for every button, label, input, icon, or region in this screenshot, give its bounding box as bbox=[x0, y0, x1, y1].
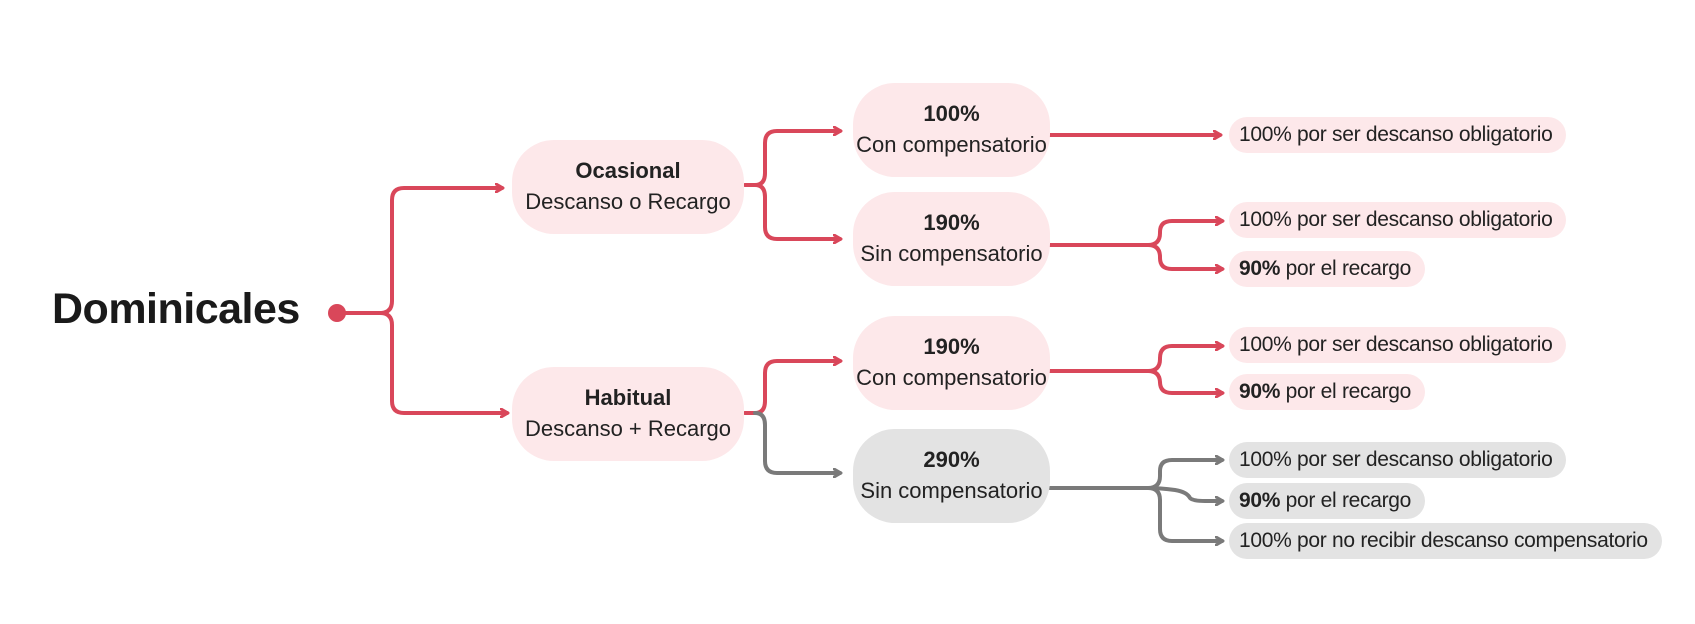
connector-ocasional-190 bbox=[753, 183, 840, 239]
leaf-text: 100% por ser descanso obligatorio bbox=[1239, 208, 1553, 231]
node-habitual: Habitual Descanso + Recargo bbox=[512, 367, 744, 461]
node-subtitle: Sin compensatorio bbox=[860, 241, 1043, 266]
leaf-item: 90% por el recargo bbox=[1229, 374, 1426, 410]
node-190-con-compensatorio: 190% Con compensatorio bbox=[853, 316, 1050, 410]
connector-habitual-190 bbox=[743, 361, 840, 415]
leaf-text: 100% por ser descanso obligatorio bbox=[1239, 123, 1553, 146]
node-190-sin-compensatorio: 190% Sin compensatorio bbox=[853, 192, 1050, 286]
node-title: 100% bbox=[923, 101, 980, 127]
connector-190sin-leaf1 bbox=[1048, 221, 1222, 247]
leaf-item: 100% por no recibir descanso compensator… bbox=[1229, 523, 1662, 559]
leaf-item: 100% por ser descanso obligatorio bbox=[1229, 117, 1567, 153]
connector-190sin-leaf2 bbox=[1146, 243, 1222, 269]
connector-190con-leaf1 bbox=[1048, 346, 1222, 373]
leaf-item: 90% por el recargo bbox=[1229, 251, 1426, 287]
connector-ocasional-100 bbox=[743, 131, 840, 187]
leaf-item: 100% por ser descanso obligatorio bbox=[1229, 442, 1567, 478]
connector-root-ocasional bbox=[335, 188, 502, 315]
connector-190con-leaf2 bbox=[1146, 369, 1222, 393]
leaf-text: 100% por ser descanso obligatorio bbox=[1239, 448, 1553, 471]
connector-290-leaf1 bbox=[1048, 460, 1222, 490]
leaf-item: 90% por el recargo bbox=[1229, 483, 1426, 519]
node-title: Habitual bbox=[584, 385, 672, 411]
leaf-item: 100% por ser descanso obligatorio bbox=[1229, 327, 1567, 363]
leaf-text: 100% por no recibir descanso compensator… bbox=[1239, 529, 1648, 552]
node-title: 190% bbox=[923, 334, 980, 360]
leaf-text: por el recargo bbox=[1280, 380, 1412, 403]
node-subtitle: Sin compensatorio bbox=[860, 478, 1043, 503]
leaf-bold: 90% bbox=[1239, 489, 1281, 512]
node-title: 190% bbox=[923, 210, 980, 236]
node-title: Ocasional bbox=[575, 158, 681, 184]
leaf-text: por el recargo bbox=[1280, 257, 1412, 280]
leaf-bold: 90% bbox=[1239, 257, 1281, 280]
connector-habitual-290 bbox=[753, 411, 840, 473]
node-ocasional: Ocasional Descanso o Recargo bbox=[512, 140, 744, 234]
connector-290-leaf2 bbox=[1146, 486, 1222, 501]
connector-290-leaf3 bbox=[1146, 486, 1222, 541]
node-subtitle: Descanso + Recargo bbox=[524, 416, 732, 441]
node-subtitle: Descanso o Recargo bbox=[525, 189, 731, 214]
leaf-text: por el recargo bbox=[1280, 489, 1412, 512]
node-290-sin-compensatorio: 290% Sin compensatorio bbox=[853, 429, 1050, 523]
node-title: 290% bbox=[923, 447, 980, 473]
leaf-bold: 90% bbox=[1239, 380, 1281, 403]
node-100-con-compensatorio: 100% Con compensatorio bbox=[853, 83, 1050, 177]
connector-root-habitual bbox=[378, 311, 507, 413]
leaf-text: 100% por ser descanso obligatorio bbox=[1239, 333, 1553, 356]
node-subtitle: Con compensatorio bbox=[856, 365, 1047, 390]
leaf-item: 100% por ser descanso obligatorio bbox=[1229, 202, 1567, 238]
root-label: Dominicales bbox=[52, 285, 300, 333]
node-subtitle: Con compensatorio bbox=[856, 132, 1047, 157]
